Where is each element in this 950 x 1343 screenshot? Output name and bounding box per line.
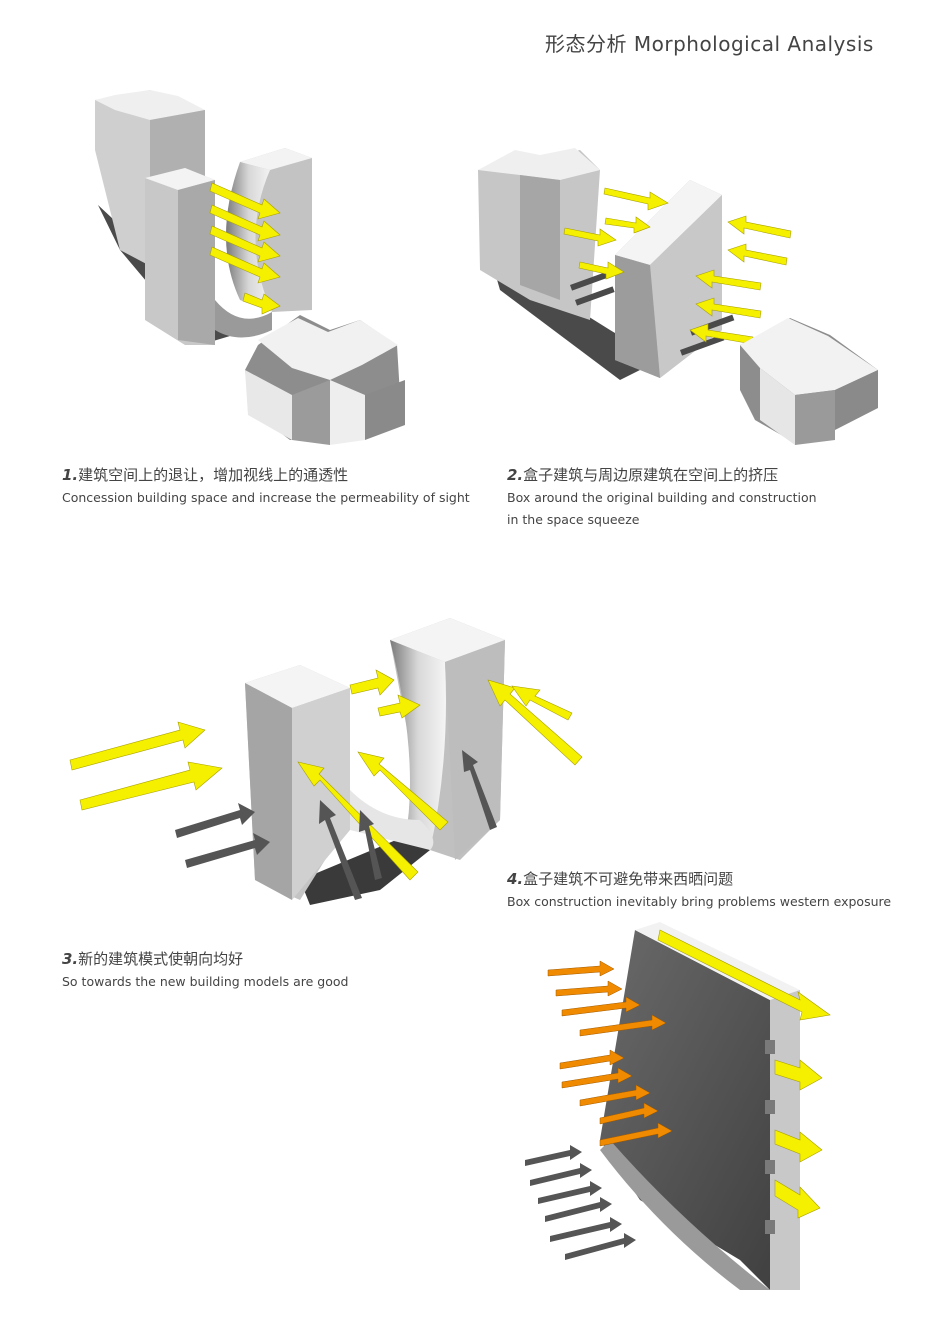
caption-1-zh: 1.建筑空间上的退让，增加视线上的通透性 <box>62 464 470 485</box>
caption-2-zh: 2.盒子建筑与周边原建筑在空间上的挤压 <box>507 464 817 485</box>
yellow-arrows-1 <box>209 182 281 315</box>
cross-box-face-c <box>835 370 878 430</box>
cross-box-face-c <box>330 380 365 445</box>
caption-2-number: 2. <box>507 466 524 484</box>
cross-box-face-a <box>760 368 795 445</box>
cross-box-face-a <box>245 370 292 440</box>
right-pillar-top <box>390 618 505 662</box>
diagram-1-concession <box>95 90 405 445</box>
yellow-arrows-3 <box>69 669 583 881</box>
diagram-3-orientation <box>69 618 583 905</box>
orange-arrows-4 <box>547 960 673 1147</box>
caption-1-zh-text: 建筑空间上的退让，增加视线上的通透性 <box>78 466 349 484</box>
diagram-2-box-squeeze <box>478 148 878 445</box>
left-pillar-left <box>245 683 292 900</box>
page-title: 形态分析 Morphological Analysis <box>545 32 874 56</box>
caption-3-zh-text: 新的建筑模式使朝向均好 <box>78 950 244 968</box>
tower-top <box>95 90 205 120</box>
u-block-side-left <box>178 180 215 345</box>
gray-arrows-3 <box>175 750 497 900</box>
gray-arrows-4 <box>525 1145 636 1260</box>
caption-4-zh: 4.盒子建筑不可避免带来西晒问题 <box>507 868 891 889</box>
cross-box-face-b <box>292 380 330 445</box>
caption-2-zh-text: 盒子建筑与周边原建筑在空间上的挤压 <box>523 466 779 484</box>
u-block-top-right <box>240 148 312 170</box>
caption-2: 2.盒子建筑与周边原建筑在空间上的挤压 Box around the origi… <box>507 464 817 531</box>
wall-curve <box>600 1140 770 1290</box>
tower-top <box>478 148 600 180</box>
cross-box-face-d <box>365 380 405 440</box>
caption-3-zh: 3.新的建筑模式使朝向均好 <box>62 948 348 969</box>
right-pillar-side <box>445 640 505 860</box>
u-block-top-left <box>145 168 215 190</box>
u-bottom-arch <box>215 300 272 338</box>
caption-1-en: Concession building space and increase t… <box>62 490 470 505</box>
caption-1: 1.建筑空间上的退让，增加视线上的通透性 Concession building… <box>62 464 470 509</box>
caption-2-en-line-2: in the space squeeze <box>507 512 640 527</box>
caption-4-en: Box construction inevitably bring proble… <box>507 894 892 909</box>
caption-1-number: 1. <box>62 466 79 484</box>
cross-box-face-b <box>795 390 835 445</box>
yellow-arrows-2 <box>563 187 792 345</box>
caption-3-en: So towards the new building models are g… <box>62 974 349 989</box>
caption-4: 4.盒子建筑不可避免带来西晒问题 Box construction inevit… <box>507 868 891 913</box>
cross-box-top <box>740 318 878 395</box>
caption-4-number: 4. <box>507 870 524 888</box>
big-box-left <box>615 255 660 378</box>
diagram-4-western-exposure <box>525 922 831 1290</box>
big-box-top <box>615 180 722 265</box>
cross-box-top <box>258 318 398 380</box>
wall-side-notches <box>765 1040 775 1234</box>
tower-side <box>520 175 560 300</box>
caption-3-number: 3. <box>62 950 79 968</box>
curve <box>390 640 446 850</box>
caption-4-zh-text: 盒子建筑不可避免带来西晒问题 <box>523 870 734 888</box>
left-pillar-top <box>245 665 350 708</box>
caption-3: 3.新的建筑模式使朝向均好 So towards the new buildin… <box>62 948 348 993</box>
caption-2-en-line-1: Box around the original building and con… <box>507 490 817 505</box>
yellow-arrows-4 <box>657 929 831 1219</box>
